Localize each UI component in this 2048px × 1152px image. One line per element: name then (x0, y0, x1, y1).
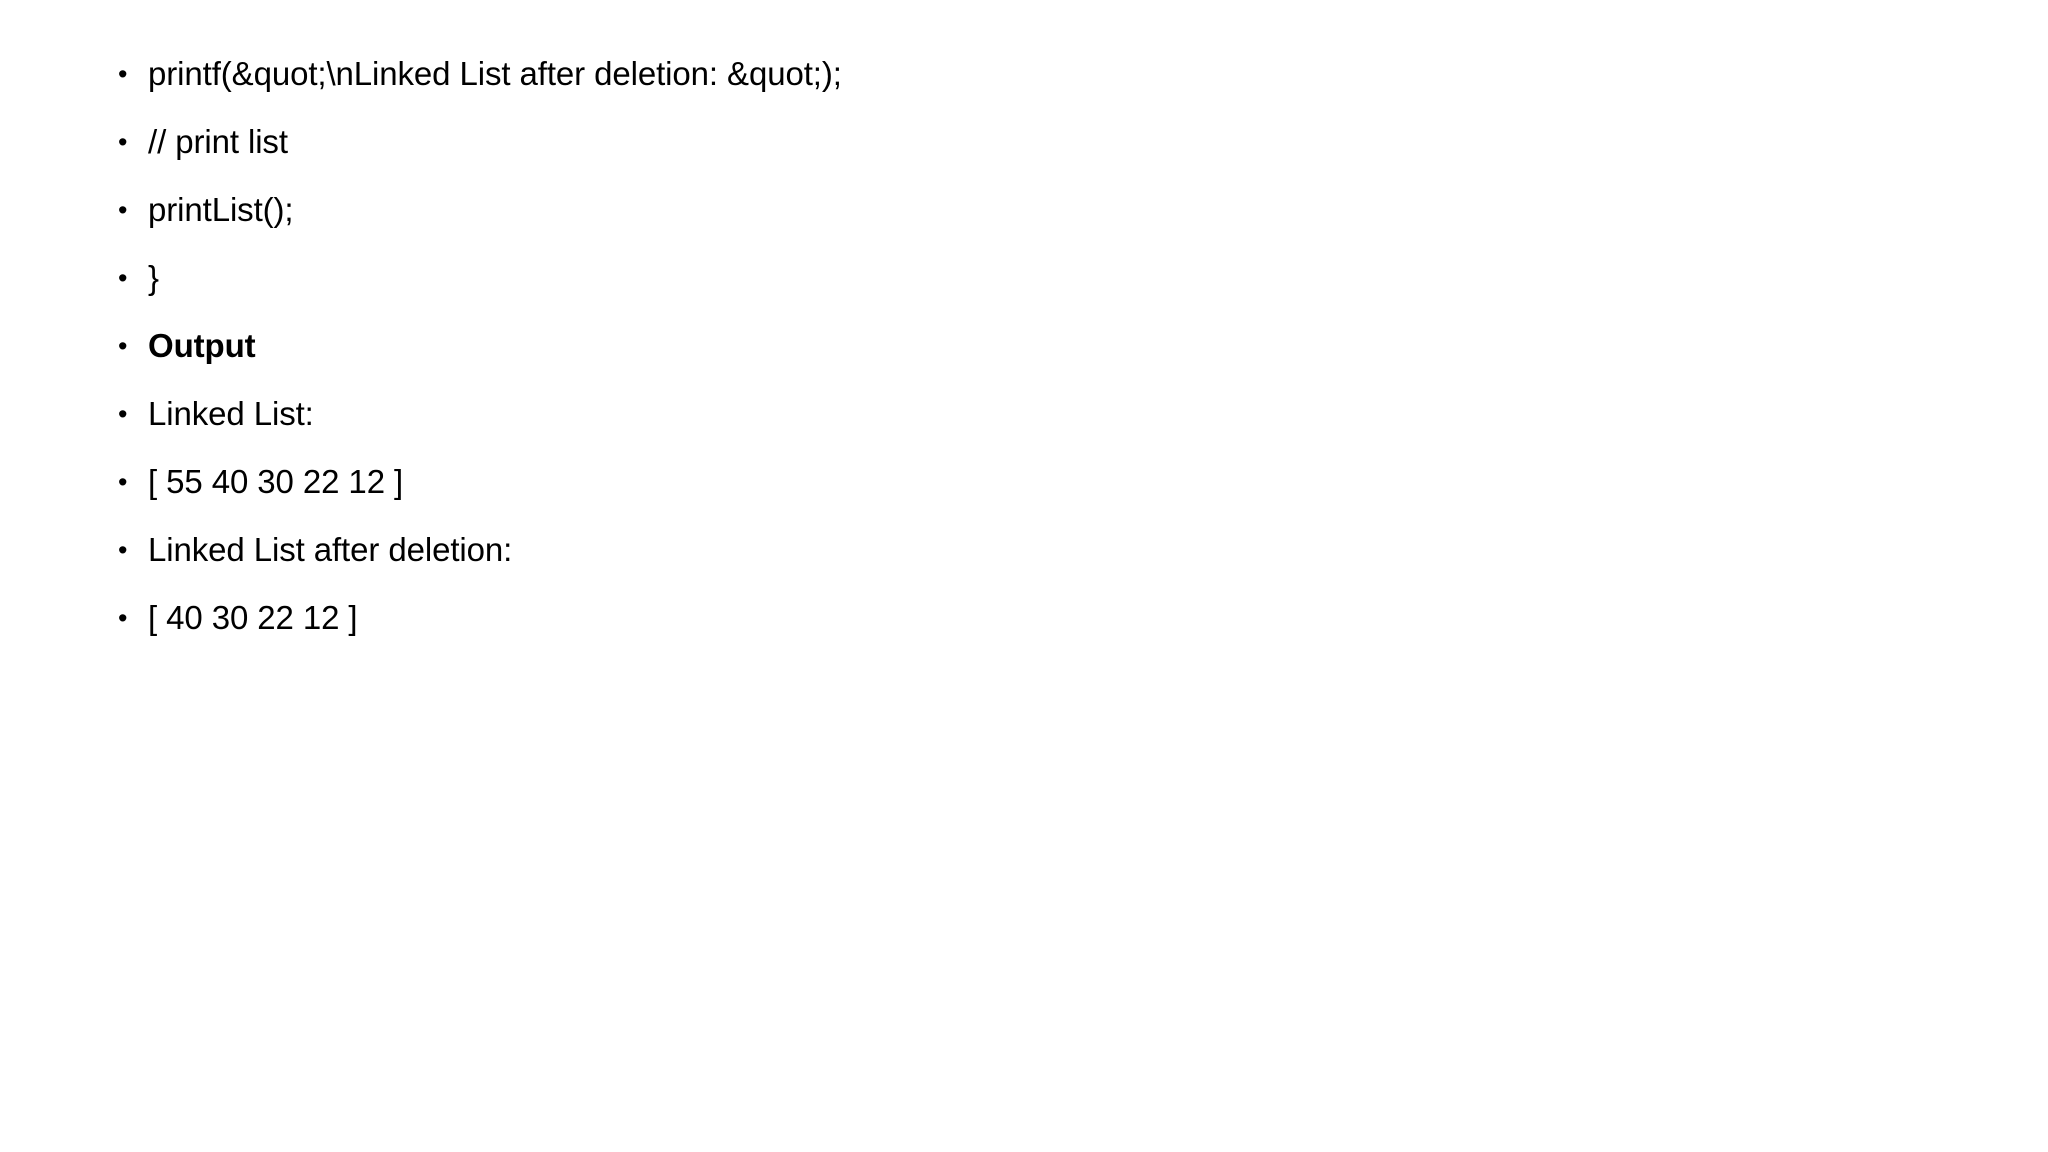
bullet-point-icon: • (118, 127, 128, 157)
list-item-text: Linked List after deletion: (148, 531, 513, 568)
bullet-point-icon: • (118, 603, 128, 633)
list-item: • Linked List after deletion: (118, 516, 1918, 584)
list-item: • [ 40 30 22 12 ] (118, 584, 1918, 652)
list-item: • printList(); (118, 176, 1918, 244)
list-item: • [ 55 40 30 22 12 ] (118, 448, 1918, 516)
bullet-point-icon: • (118, 331, 128, 361)
bullet-point-icon: • (118, 535, 128, 565)
list-item-text: Output (148, 327, 256, 364)
bullet-point-icon: • (118, 467, 128, 497)
list-item-text: Linked List: (148, 395, 314, 432)
list-item-text: printf(&quot;\nLinked List after deletio… (148, 55, 842, 92)
list-item: • Linked List: (118, 380, 1918, 448)
bullet-point-icon: • (118, 263, 128, 293)
list-item: • printf(&quot;\nLinked List after deleti… (118, 40, 1918, 108)
list-item: • // print list (118, 108, 1918, 176)
bullet-point-icon: • (118, 399, 128, 429)
bullet-list: • printf(&quot;\nLinked List after deleti… (118, 40, 1918, 652)
list-item: • Output (118, 312, 1918, 380)
list-item: •} (118, 244, 1918, 312)
list-item-text: // print list (148, 123, 288, 160)
list-item-text: } (148, 259, 159, 296)
bullet-point-icon: • (118, 59, 128, 89)
bullet-point-icon: • (118, 195, 128, 225)
list-item-text: [ 40 30 22 12 ] (148, 599, 358, 636)
list-item-text: [ 55 40 30 22 12 ] (148, 463, 404, 500)
list-item-text: printList(); (148, 191, 294, 228)
